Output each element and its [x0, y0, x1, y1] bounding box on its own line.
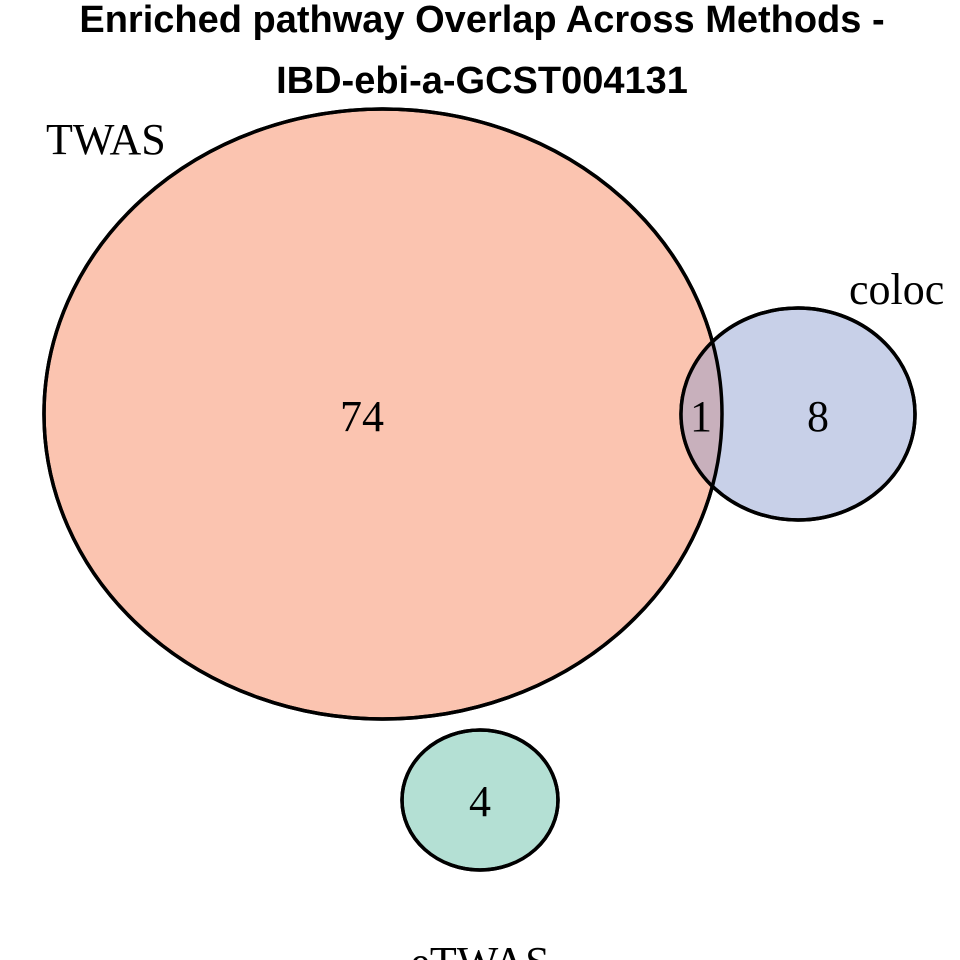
etwas-set-label: eTWAS	[410, 938, 549, 960]
twas-circle-outline	[42, 107, 724, 721]
twas-coloc-overlap-count: 1	[690, 392, 712, 441]
coloc-set-label: coloc	[849, 265, 944, 314]
chart-title-line-1: Enriched pathway Overlap Across Methods …	[79, 0, 884, 41]
twas-set-label: TWAS	[46, 115, 166, 164]
chart-title-line-2: IBD-ebi-a-GCST004131	[276, 60, 688, 102]
etwas-circle-outline	[400, 728, 560, 872]
coloc-circle-outline	[679, 306, 917, 522]
twas-only-count: 74	[340, 392, 384, 441]
coloc-only-count: 8	[807, 392, 829, 441]
etwas-only-count: 4	[469, 777, 491, 826]
